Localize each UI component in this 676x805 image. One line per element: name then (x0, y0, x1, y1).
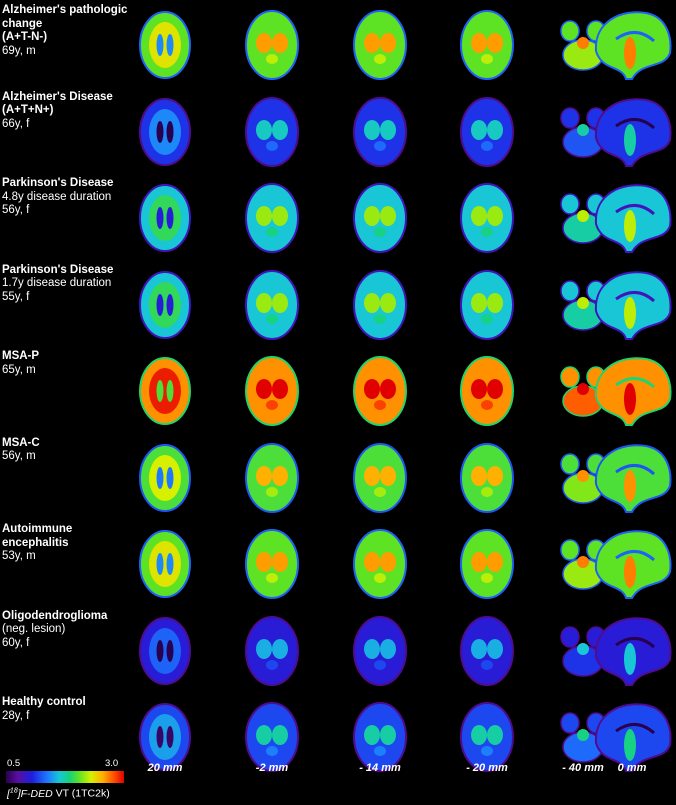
patient-condition: Healthy control (2, 696, 86, 708)
slice-position-label: - 40 mm (562, 762, 604, 774)
slice-position-label: -2 mm (255, 762, 289, 774)
pet-scan-row (139, 442, 672, 513)
pet-scan-row (139, 96, 672, 167)
patient-condition: Alzheimer's pathologic change (A+T-N-) (2, 4, 128, 43)
patient-demographics: 56y, m (2, 450, 36, 462)
patient-condition: Parkinson's Disease (2, 177, 114, 189)
pet-scan-row (139, 269, 672, 340)
patient-row: Oligodendroglioma(neg. lesion)60y, f (0, 608, 676, 694)
colorbar-quantity: VT (1TC2k) (52, 787, 110, 800)
patient-row: Alzheimer's pathologic change (A+T-N-)69… (0, 2, 676, 88)
colorbar-tracer-name: F-DED (20, 787, 53, 800)
patient-demographics: 55y, f (2, 290, 30, 303)
patient-demographics: 69y, m (2, 44, 36, 57)
patient-condition: Parkinson's Disease (2, 263, 114, 276)
colorbar-min-label: 0.5 (7, 758, 21, 769)
slice-position-label: - 20 mm (466, 762, 508, 774)
patient-condition: Alzheimer's Disease (A+T+N+) (2, 90, 113, 117)
patient-condition: Oligodendroglioma (2, 609, 108, 622)
patient-demographics: 66y, f (2, 117, 30, 130)
patient-detail: 4.8y disease duration (2, 190, 112, 203)
colorbar-tracer-isotope: 18 (9, 787, 18, 794)
patient-detail: 1.7y disease duration (2, 277, 112, 289)
pet-scan-row (139, 529, 672, 599)
colorbar: 0.5 3.0 [18]F-DED VT (1TC2k) (3, 752, 125, 802)
patient-label: Oligodendroglioma(neg. lesion)60y, f (2, 610, 142, 651)
colorbar-tracer-suffix: ] (17, 787, 21, 800)
pet-scan-row (139, 183, 672, 253)
colorbar-tracer-prefix: [ (7, 787, 10, 800)
slice-position-label: 20 mm (147, 762, 183, 774)
colorbar-gradient (6, 771, 124, 783)
slice-position-label: - 14 mm (359, 762, 401, 774)
patient-label: Alzheimer's Disease (A+T+N+)66y, f (2, 91, 142, 132)
pet-scan-row (139, 356, 672, 426)
slice-position-label: 0 mm (617, 762, 647, 774)
pet-scan-row (139, 702, 672, 772)
patient-demographics: 53y, m (2, 550, 36, 562)
figure-footer: 0.5 3.0 [18]F-DED VT (1TC2k) 20 mm -2 mm -… (0, 752, 676, 805)
pet-scan-row (139, 10, 672, 80)
patient-label: Alzheimer's pathologic change (A+T-N-)69… (2, 4, 142, 58)
patient-demographics: 60y, f (2, 636, 30, 649)
patient-demographics: 28y, f (2, 709, 30, 722)
patient-row: Alzheimer's Disease (A+T+N+)66y, f (0, 89, 676, 175)
patient-condition: Autoimmune encephalitis (2, 523, 73, 549)
pet-scan-row (139, 615, 672, 686)
patient-condition: MSA-P (2, 350, 40, 362)
patient-demographics: 56y, f (2, 204, 30, 216)
colorbar-max-label: 3.0 (105, 758, 119, 769)
patient-detail: (neg. lesion) (2, 623, 66, 635)
patient-condition: MSA-C (2, 436, 40, 449)
patient-demographics: 65y, m (2, 363, 36, 376)
colorbar-label: [18]F-DED VT (1TC2k) (7, 787, 110, 800)
